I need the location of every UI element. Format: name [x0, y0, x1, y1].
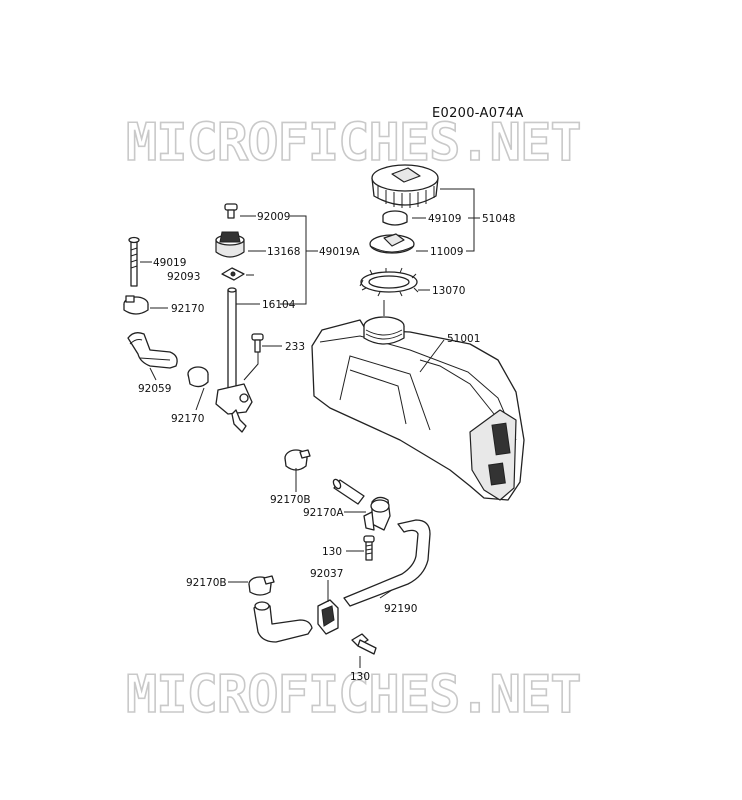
fuel-cock-knob-part[interactable]: [215, 231, 245, 258]
label-13070: 13070: [432, 285, 465, 297]
label-92170A: 92170A: [303, 507, 344, 519]
label-92170-mid: 92170: [171, 413, 204, 425]
label-92170B-top: 92170B: [270, 494, 311, 506]
diagram-code: E0200-A074A: [432, 106, 524, 121]
hose-bottom-part[interactable]: [253, 601, 313, 643]
watermark-bottom: MICROFICHES.NET: [126, 665, 581, 725]
label-130-top: 130: [322, 546, 342, 558]
fuel-cock-part[interactable]: [215, 383, 253, 433]
cap-gasket-part[interactable]: [369, 233, 415, 254]
clamp-92170-top-part[interactable]: [123, 295, 149, 315]
retainer-ring-part[interactable]: [359, 267, 419, 297]
clamp-92170B-bottom-part[interactable]: [248, 575, 275, 596]
label-51048: 51048: [482, 213, 515, 225]
label-16104: 16104: [262, 299, 296, 311]
label-92093: 92093: [167, 271, 200, 283]
fuel-cap-part[interactable]: [371, 164, 439, 208]
leader-lines: [140, 188, 480, 668]
hose-short-part[interactable]: [332, 478, 365, 505]
hose-long-92190-part[interactable]: [343, 519, 431, 607]
label-233: 233: [285, 341, 305, 353]
clamp-92170A-part[interactable]: [363, 496, 391, 531]
bolt-49019-part[interactable]: [128, 236, 140, 287]
fuel-pipe-16104-part[interactable]: [227, 287, 237, 395]
watermark-top: MICROFICHES.NET: [126, 113, 581, 173]
clamp-92170-mid-part[interactable]: [187, 366, 209, 388]
screw-233-part[interactable]: [251, 333, 264, 353]
label-92037: 92037: [310, 568, 343, 580]
label-92170B-bottom: 92170B: [186, 577, 227, 589]
screw-130-top-part[interactable]: [363, 535, 375, 561]
label-92190: 92190: [384, 603, 417, 615]
cap-filter-part[interactable]: [382, 210, 408, 226]
clamp-92170B-top-part[interactable]: [284, 449, 311, 471]
washer-92093-part[interactable]: [221, 267, 245, 281]
label-92009: 92009: [257, 211, 290, 223]
label-51001: 51001: [447, 333, 480, 345]
label-13168: 13168: [267, 246, 300, 258]
fuel-hose-92059-part[interactable]: [127, 332, 178, 369]
label-92170-top: 92170: [171, 303, 204, 315]
label-11009: 11009: [430, 246, 463, 258]
clip-92037-part[interactable]: [317, 599, 339, 635]
fuel-tank-part[interactable]: [311, 316, 525, 501]
label-92059: 92059: [138, 383, 171, 395]
screw-92009-part[interactable]: [224, 203, 238, 219]
label-49019: 49019: [153, 257, 186, 269]
label-49109: 49109: [428, 213, 461, 225]
screw-130-bottom-part[interactable]: [351, 633, 377, 655]
label-49019A: 49019A: [319, 246, 360, 258]
label-130-bottom: 130: [350, 671, 370, 683]
